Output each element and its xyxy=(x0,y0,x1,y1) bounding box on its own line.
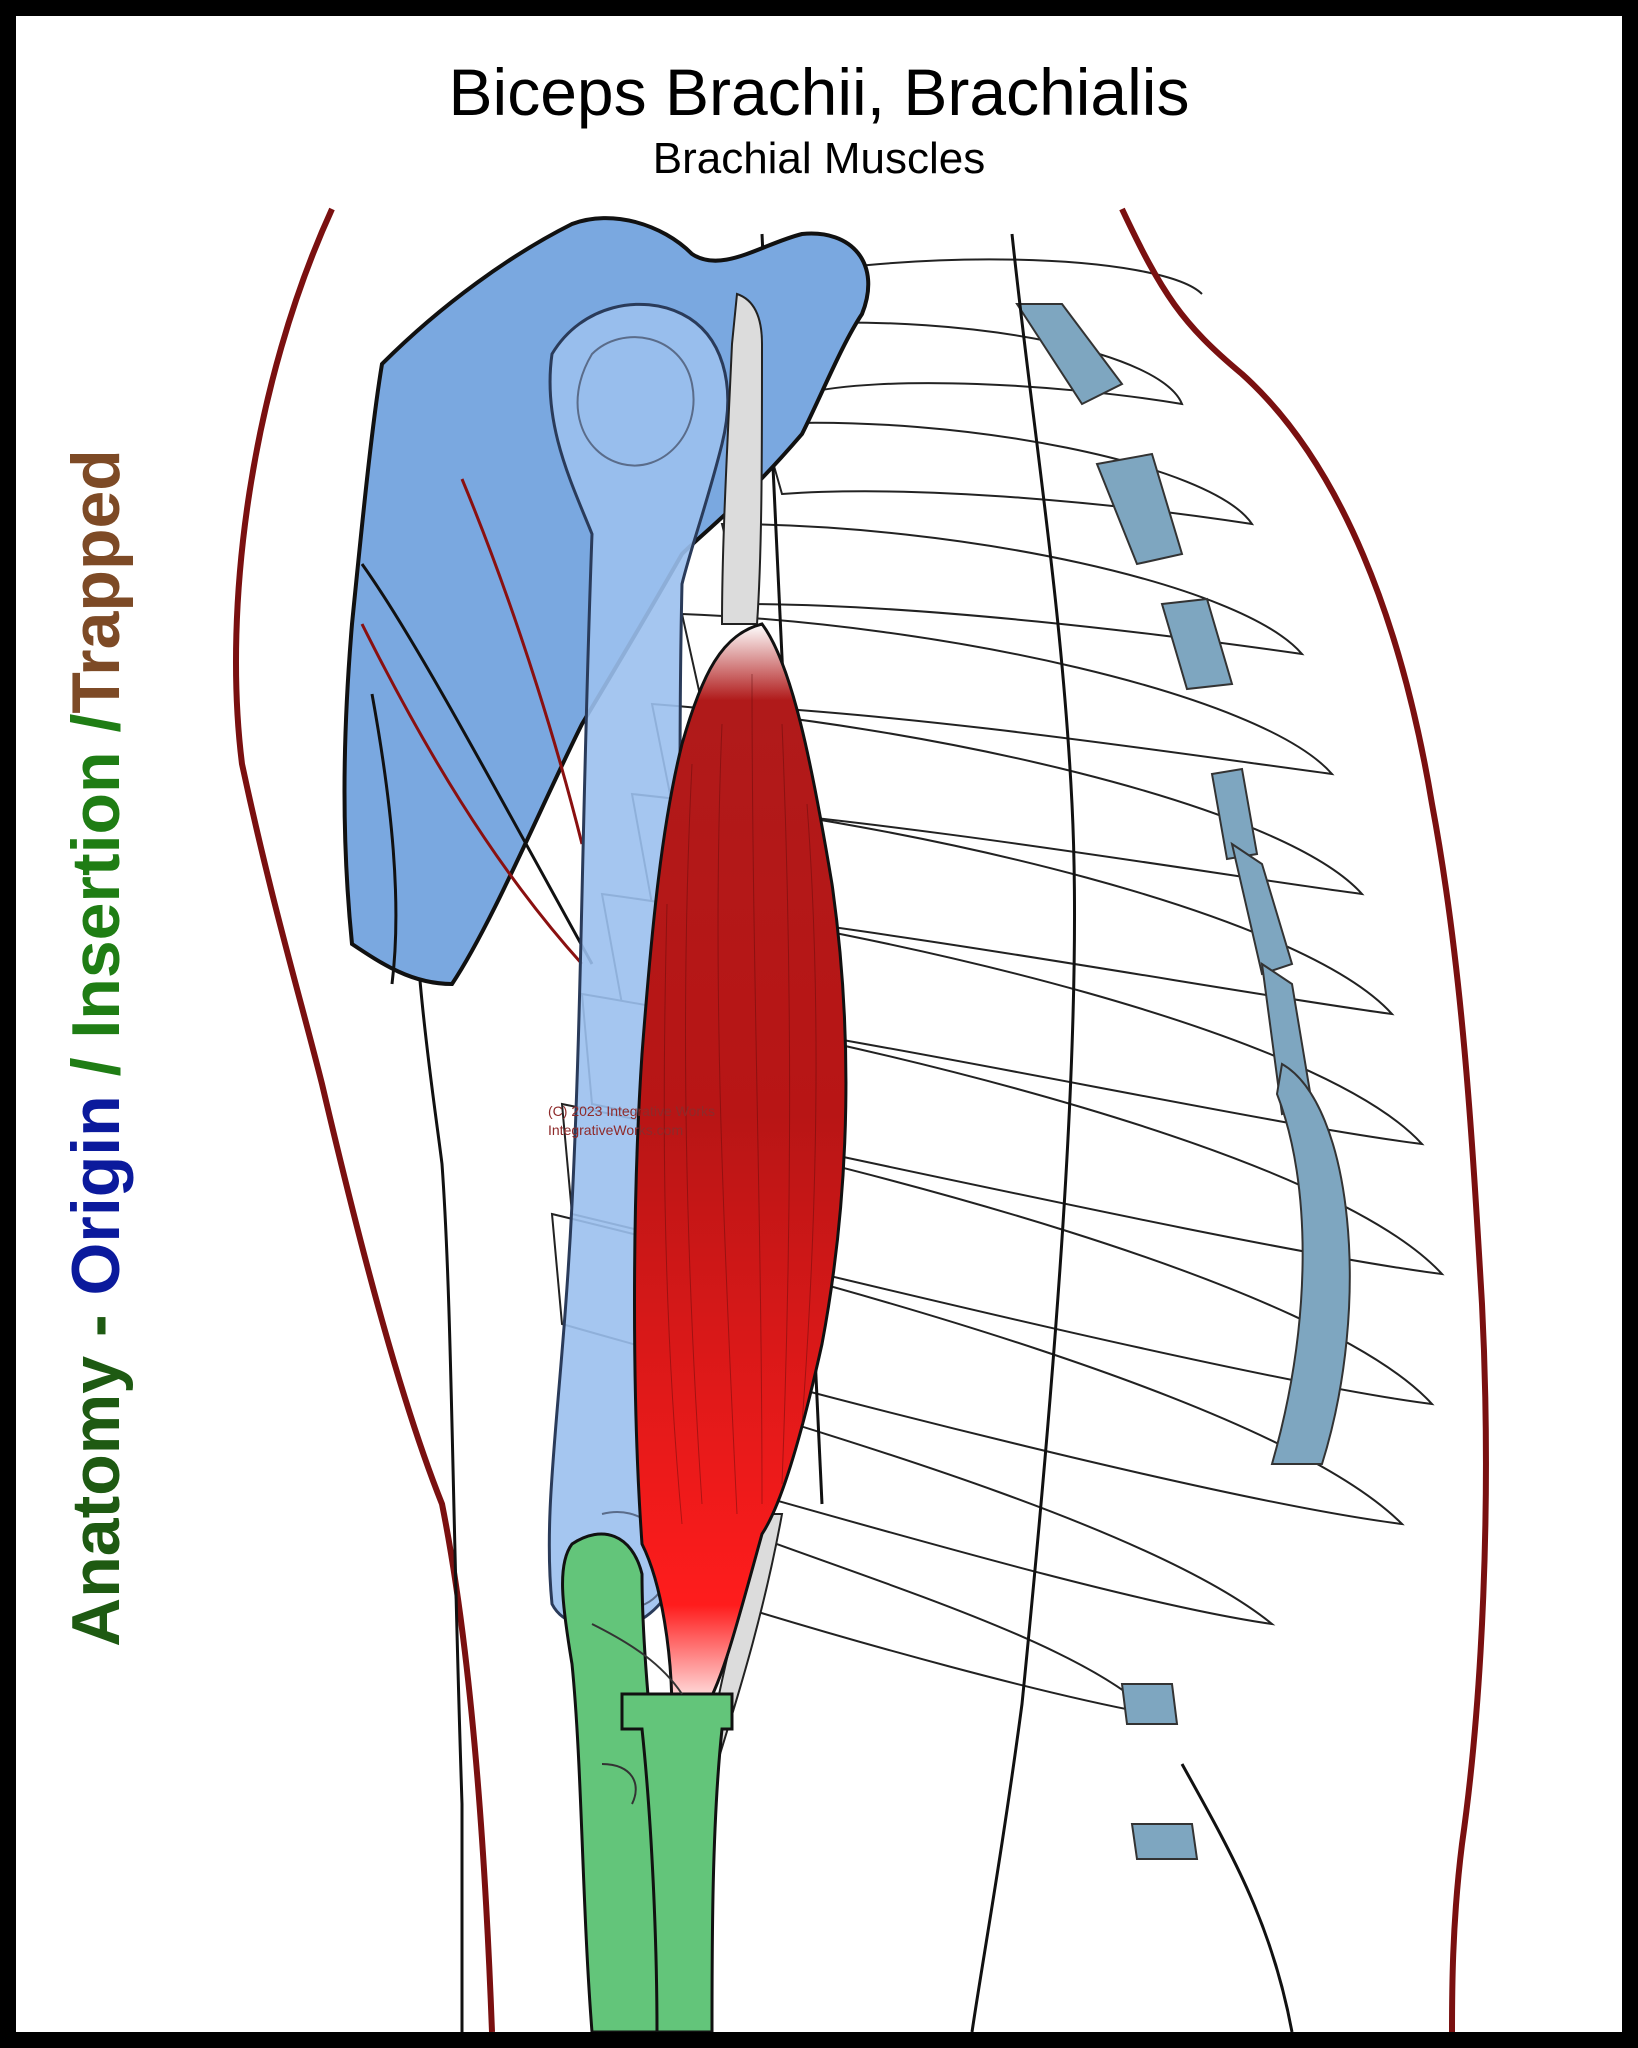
biceps-long-head-tendon xyxy=(720,292,764,625)
legend-origin: Origin xyxy=(58,1095,134,1296)
page-subtitle: Brachial Muscles xyxy=(652,134,986,183)
copyright-watermark: (C) 2023 Integrative Works IntegrativeWo… xyxy=(548,1102,715,1140)
skin-outline xyxy=(233,207,1489,2032)
legend-sep2: / xyxy=(58,713,134,752)
radius-insertion xyxy=(620,1692,734,2032)
page-title: Biceps Brachii, Brachialis xyxy=(448,55,1190,129)
color-legend: Anatomy - Origin / Insertion /Trapped xyxy=(57,449,135,1647)
legend-insertion: Insertion xyxy=(58,751,134,1039)
anatomy-illustration xyxy=(233,207,1489,2032)
watermark-line2: IntegrativeWorks.com xyxy=(548,1122,684,1138)
legend-anatomy: Anatomy - xyxy=(58,1295,134,1647)
diagram-frame: Biceps Brachii, Brachialis Brachial Musc… xyxy=(16,16,1622,2032)
biceps-brachii-muscle xyxy=(633,622,848,1716)
muscle-fibers xyxy=(663,673,817,1525)
legend-sep1: / xyxy=(58,1038,134,1096)
scapula-spine-lines xyxy=(360,478,584,966)
watermark-line1: (C) 2023 Integrative Works xyxy=(548,1103,716,1119)
costal-cartilage xyxy=(1015,303,1351,1860)
legend-trapped: Trapped xyxy=(58,449,134,714)
